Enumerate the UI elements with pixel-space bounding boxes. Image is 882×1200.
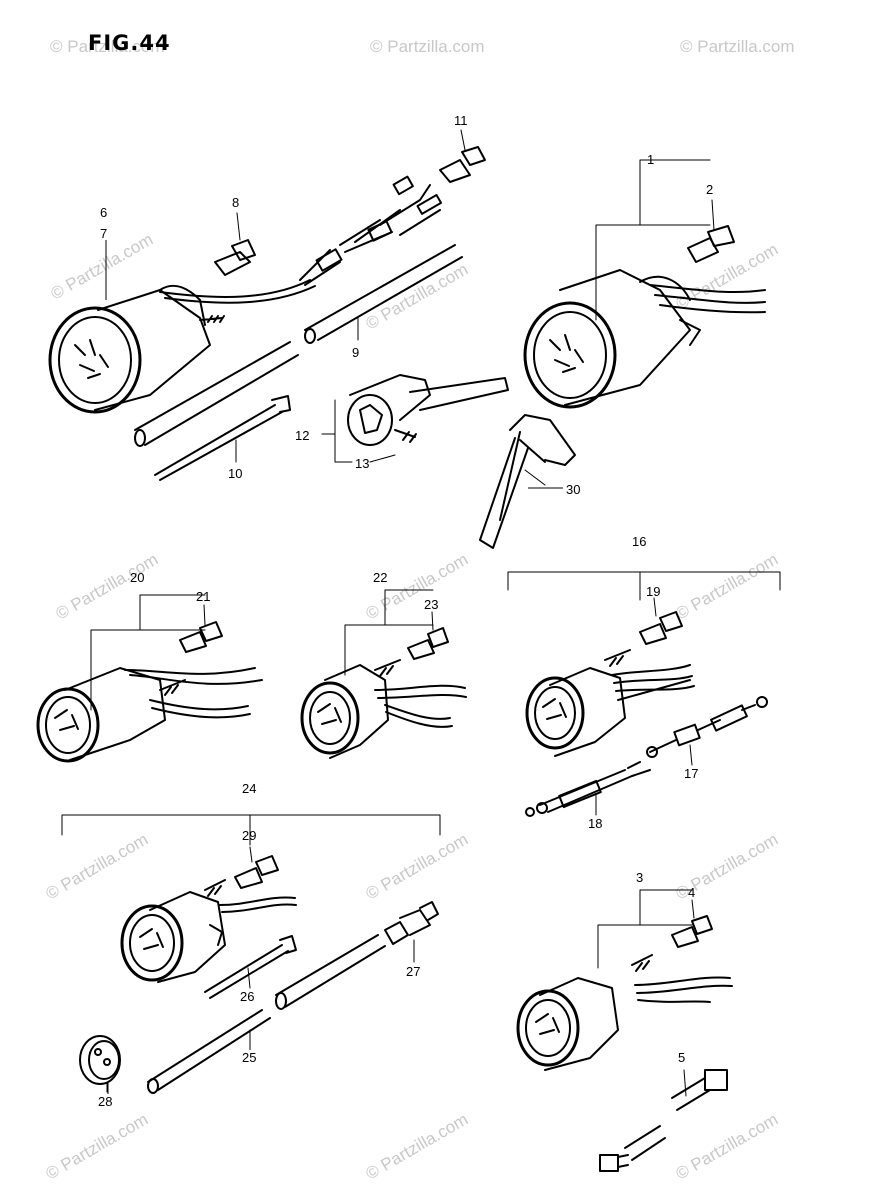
callout-24[interactable]: 24	[242, 781, 256, 796]
watermark-text: © Partzilla.com	[50, 37, 165, 56]
callout-28[interactable]: 28	[98, 1094, 112, 1109]
callout-19[interactable]: 19	[646, 584, 660, 599]
callout-29[interactable]: 29	[242, 828, 256, 843]
callout-10[interactable]: 10	[228, 466, 242, 481]
callout-23[interactable]: 23	[424, 597, 438, 612]
part-gauge-3[interactable]	[516, 889, 733, 1071]
part-cable-26[interactable]	[204, 935, 297, 999]
callout-3[interactable]: 3	[636, 870, 643, 885]
part-harness-17-18[interactable]	[525, 696, 768, 817]
callout-27[interactable]: 27	[406, 964, 420, 979]
part-tube-long[interactable]	[134, 341, 299, 447]
callout-11[interactable]: 11	[454, 113, 468, 128]
part-gauge-6-7[interactable]	[48, 175, 443, 414]
callout-5[interactable]: 5	[678, 1050, 685, 1065]
part-gauge-1[interactable]	[523, 159, 766, 409]
part-cable-10[interactable]	[154, 395, 291, 481]
part-bulb-8[interactable]	[214, 212, 256, 276]
watermark-text: © Partzilla.com	[53, 550, 162, 624]
watermark-text: © Partzilla.com	[363, 830, 472, 904]
callout-labels: 1 2 3 4 5 6 7 8 9 10 11 12 13 16 17 18 1…	[98, 113, 713, 1109]
part-bulb-29[interactable]	[234, 846, 279, 889]
part-bulb-23[interactable]	[407, 611, 449, 660]
callout-25[interactable]: 25	[242, 1050, 256, 1065]
callout-13[interactable]: 13	[355, 456, 369, 471]
watermark-text: © Partzilla.com	[370, 37, 485, 56]
callout-18[interactable]: 18	[588, 816, 602, 831]
part-bulb-2[interactable]	[687, 199, 735, 263]
callout-21[interactable]: 21	[196, 589, 210, 604]
callout-22[interactable]: 22	[373, 570, 387, 585]
callout-4[interactable]: 4	[688, 885, 695, 900]
watermark-text: © Partzilla.com	[363, 1110, 472, 1184]
part-bulb-19[interactable]	[639, 597, 683, 645]
callout-26[interactable]: 26	[240, 989, 254, 1004]
part-sensor-27[interactable]	[384, 901, 439, 963]
watermark-text: © Partzilla.com	[680, 37, 795, 56]
callout-16[interactable]: 16	[632, 534, 646, 549]
part-tube-25[interactable]	[147, 1009, 271, 1094]
callout-8[interactable]: 8	[232, 195, 239, 210]
watermark-text: © Partzilla.com	[673, 1110, 782, 1184]
watermark-text: © Partzilla.com	[673, 550, 782, 624]
callout-2[interactable]: 2	[706, 182, 713, 197]
part-tube-9[interactable]	[304, 244, 463, 344]
part-gauge-16[interactable]	[507, 571, 781, 757]
watermark-text: © Partzilla.com	[363, 260, 472, 334]
part-bulb-11[interactable]	[439, 129, 486, 183]
callout-7[interactable]: 7	[100, 226, 107, 241]
part-bulb-21[interactable]	[179, 604, 223, 653]
part-remote-12[interactable]	[321, 374, 509, 463]
part-lever-30[interactable]	[479, 414, 576, 549]
figure-title: FIG.44	[88, 31, 171, 55]
part-tube-short[interactable]	[275, 934, 386, 1010]
watermark-text: © Partzilla.com	[43, 1110, 152, 1184]
part-gauge-20[interactable]	[36, 594, 263, 763]
callout-30[interactable]: 30	[566, 482, 580, 497]
callout-17[interactable]: 17	[684, 766, 698, 781]
part-gauge-24[interactable]	[61, 814, 441, 983]
part-plug-28[interactable]	[79, 1035, 121, 1093]
part-bulb-4[interactable]	[671, 899, 713, 948]
watermark-text: © Partzilla.com	[363, 550, 472, 624]
watermark-text: © Partzilla.com	[43, 830, 152, 904]
part-harness-5[interactable]	[599, 1069, 728, 1172]
callout-9[interactable]: 9	[352, 345, 359, 360]
callout-12[interactable]: 12	[295, 428, 309, 443]
callout-6[interactable]: 6	[100, 205, 107, 220]
part-gauge-22[interactable]	[300, 589, 467, 759]
callout-1[interactable]: 1	[647, 152, 654, 167]
callout-20[interactable]: 20	[130, 570, 144, 585]
